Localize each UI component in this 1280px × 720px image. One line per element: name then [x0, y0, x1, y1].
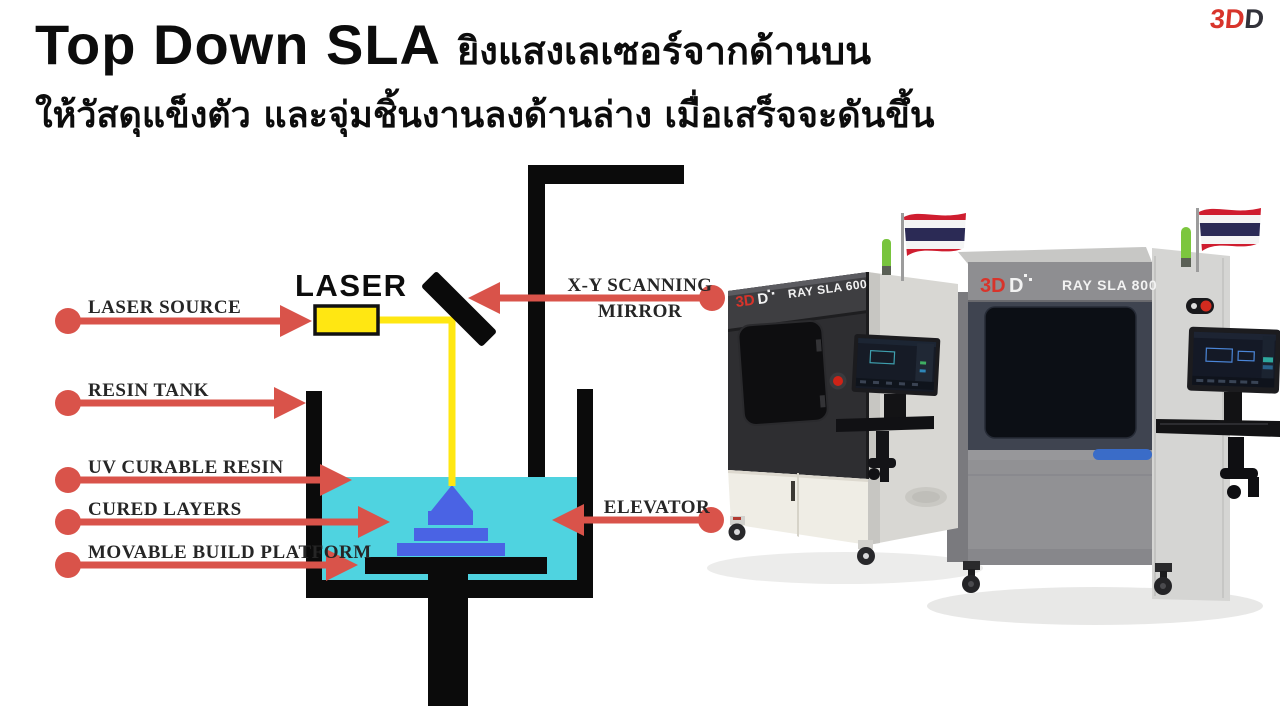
page-description-thai: ให้วัสดุแข็งตัว และจุ่มชิ้นงานลงด้านล่าง… — [35, 95, 935, 136]
sla800-branding: 3D D RAY SLA 800 — [980, 274, 1157, 297]
arrow-movable-build-platform — [55, 549, 358, 581]
arrow-elevator — [552, 504, 724, 536]
brand-logo-text-dark: D — [1243, 4, 1266, 34]
brand-logo-3dd: 3DD — [1208, 4, 1266, 34]
sla800-flag-pole — [1196, 208, 1199, 272]
arrow-laser-source — [55, 305, 312, 337]
printer-ray-sla-600: 3D D RAY SLA 600 — [728, 208, 970, 565]
arrow-xy-scanning-mirror — [468, 282, 725, 314]
sla600-emergency-stop-button — [829, 372, 847, 390]
laser-unit-box — [313, 304, 380, 336]
label-elevator: ELEVATOR — [604, 497, 710, 518]
printer-ray-sla-800: 3D D RAY SLA 800 — [947, 203, 1280, 601]
label-resin-tank: RESIN TANK — [88, 380, 209, 401]
sla600-green-beacon — [882, 239, 891, 275]
sla800-header-band — [968, 262, 1152, 302]
sla600-door-handle — [791, 481, 795, 501]
arrow-uv-curable-resin — [55, 464, 352, 496]
callout-arrows — [55, 282, 725, 581]
sla600-casters — [728, 516, 875, 565]
sla800-power-indicator — [1186, 298, 1214, 314]
sla600-brand-logo: 3D — [735, 292, 756, 311]
sla800-monitor-arm-clamp — [1220, 437, 1259, 499]
page-title: Top Down SLA — [35, 13, 441, 76]
sla600-viewing-window — [737, 319, 829, 426]
thai-flag-icon — [902, 208, 970, 259]
laser-beam — [378, 316, 456, 486]
label-laser-source: LASER SOURCE — [88, 297, 241, 318]
sla-process-diagram: LASER SOURCE LASER X-Y SCANNING MIRROR R… — [55, 165, 725, 706]
sla600-brand-logo-d: D — [756, 290, 769, 308]
cured-layers-pyramid — [397, 485, 505, 556]
arrow-cured-layers — [55, 506, 390, 538]
sla600-touchscreen-monitor — [851, 333, 941, 397]
page-subtitle-thai: ยิงแสงเลเซอร์จากด้านบน — [457, 29, 872, 73]
sla600-flag-pole — [901, 213, 904, 281]
header-title-row: Top Down SLA ยิงแสงเลเซอร์จากด้านบน — [35, 12, 871, 81]
printer-product-photos: 3D D RAY SLA 800 — [707, 188, 1280, 625]
sla600-monitor-arm-clamp — [868, 431, 896, 482]
sla800-blue-accent — [1093, 449, 1152, 460]
elevator-shaft-frame — [528, 165, 684, 560]
label-movable-build-platform: MOVABLE BUILD PLATFORM — [88, 542, 372, 563]
sla800-green-beacon — [1181, 227, 1191, 267]
sla800-brand-logo-d: D — [1009, 275, 1023, 297]
label-xy-scanning: X-Y SCANNING — [567, 275, 712, 296]
sla600-keyboard-tray — [836, 416, 934, 432]
brand-logo-text-red: 3D — [1208, 4, 1246, 34]
label-cured-layers: CURED LAYERS — [88, 499, 242, 520]
sla800-touchscreen-monitor — [1187, 326, 1280, 394]
label-mirror: MIRROR — [598, 301, 682, 322]
xy-scanning-mirror-shape — [422, 272, 496, 346]
label-uv-curable-resin: UV CURABLE RESIN — [88, 457, 284, 478]
thai-flag-icon — [1197, 203, 1265, 254]
sla800-brand-logo: 3D — [980, 275, 1006, 297]
sla800-model-label: RAY SLA 800 — [1062, 277, 1157, 293]
sla600-vent-grille — [912, 491, 940, 503]
movable-build-platform-shape — [365, 557, 547, 706]
sla800-viewing-window — [984, 306, 1137, 439]
arrow-resin-tank — [55, 387, 306, 419]
label-laser-unit: LASER — [295, 268, 408, 303]
sla800-casters — [962, 561, 1172, 595]
